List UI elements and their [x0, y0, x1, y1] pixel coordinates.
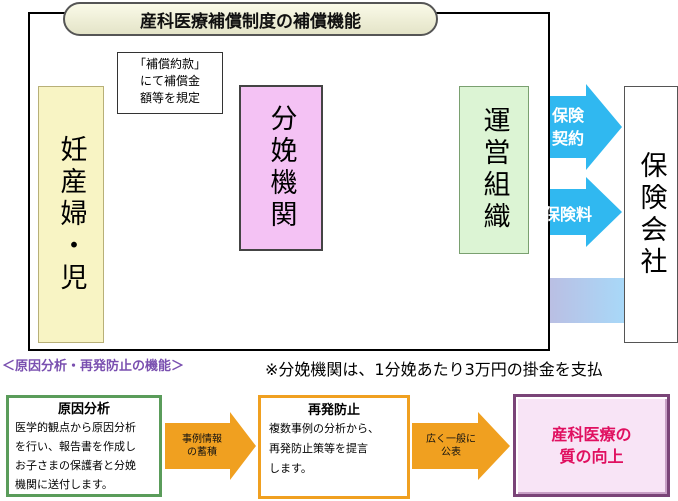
quality-improvement-box: 産科医療の 質の向上	[513, 394, 670, 497]
function-heading: ＜原因分析・再発防止の機能＞	[2, 359, 185, 374]
label-compensation-payment: 補償金（保険金）	[283, 291, 436, 314]
callout-line: 額等を規定	[139, 91, 200, 105]
diagram-title: 産科医療補償制度の補償機能	[63, 2, 438, 36]
callout-line: にて補償金	[139, 74, 200, 88]
recurrence-prevention-line: します。	[269, 462, 312, 475]
insurance-premium-arrow	[529, 177, 622, 247]
recurrence-prevention-box: 再発防止 複数事例の分析から、 再発防止策等を提言 します。	[258, 395, 410, 499]
publish-label-line: 広く一般に	[426, 434, 476, 445]
recurrence-prevention-line: 複数事例の分析から、	[269, 422, 379, 435]
accumulate-label-line: 事例情報	[182, 434, 222, 445]
cause-analysis-line: を行い、報告書を作成し	[15, 440, 136, 453]
callout-line: 「補償約款」	[133, 57, 206, 71]
callout-compensation-terms: 「補償約款」 にて補償金 額等を規定	[117, 52, 223, 114]
label-insurance-contract-line: 契約	[551, 129, 584, 148]
label-premium: 掛金	[358, 203, 397, 226]
publish-label-line: 公表	[441, 447, 461, 458]
node-operating-organization: 運営組織	[459, 86, 529, 254]
publish-arrow	[412, 412, 510, 480]
quality-improvement-line: 質の向上	[559, 446, 624, 466]
label-insurance-contract-line: 保険	[551, 106, 584, 125]
node-insurance-company: 保険会社	[624, 86, 678, 343]
accumulate-label: 事例情報 の蓄積	[167, 433, 237, 459]
label-insurance-premium: 保険料	[543, 205, 592, 224]
quality-improvement-line: 産科医療の	[551, 424, 632, 444]
accumulate-arrow	[165, 412, 256, 480]
cause-analysis-line: 機関に送付します。	[15, 478, 113, 491]
insurance-contract-arrow	[529, 84, 622, 170]
cause-analysis-line: 医学的観点から原因分析	[15, 421, 136, 434]
node-delivery-facility: 分娩機関	[239, 85, 323, 251]
cause-analysis-title: 原因分析	[57, 402, 110, 417]
cause-analysis-box: 原因分析 医学的観点から原因分析 を行い、報告書を作成し お子さまの保護者と分娩…	[6, 395, 162, 497]
label-enrollment: 制度加入	[342, 117, 414, 138]
label-compensation-terms: 補償約款	[136, 156, 208, 177]
recurrence-prevention-line: 再発防止策等を提言	[269, 442, 368, 455]
recurrence-prevention-title: 再発防止	[307, 403, 360, 418]
publish-label: 広く一般に 公表	[414, 433, 488, 459]
accumulate-label-line: の蓄積	[187, 447, 217, 458]
cause-analysis-line: お子さまの保護者と分娩	[15, 459, 136, 472]
node-mother-child: 妊産婦・児	[38, 86, 104, 343]
premium-note: ※分娩機関は、1分娩あたり3万円の掛金を支払	[265, 360, 603, 379]
label-insurance-contract: 保険 契約	[531, 100, 605, 154]
